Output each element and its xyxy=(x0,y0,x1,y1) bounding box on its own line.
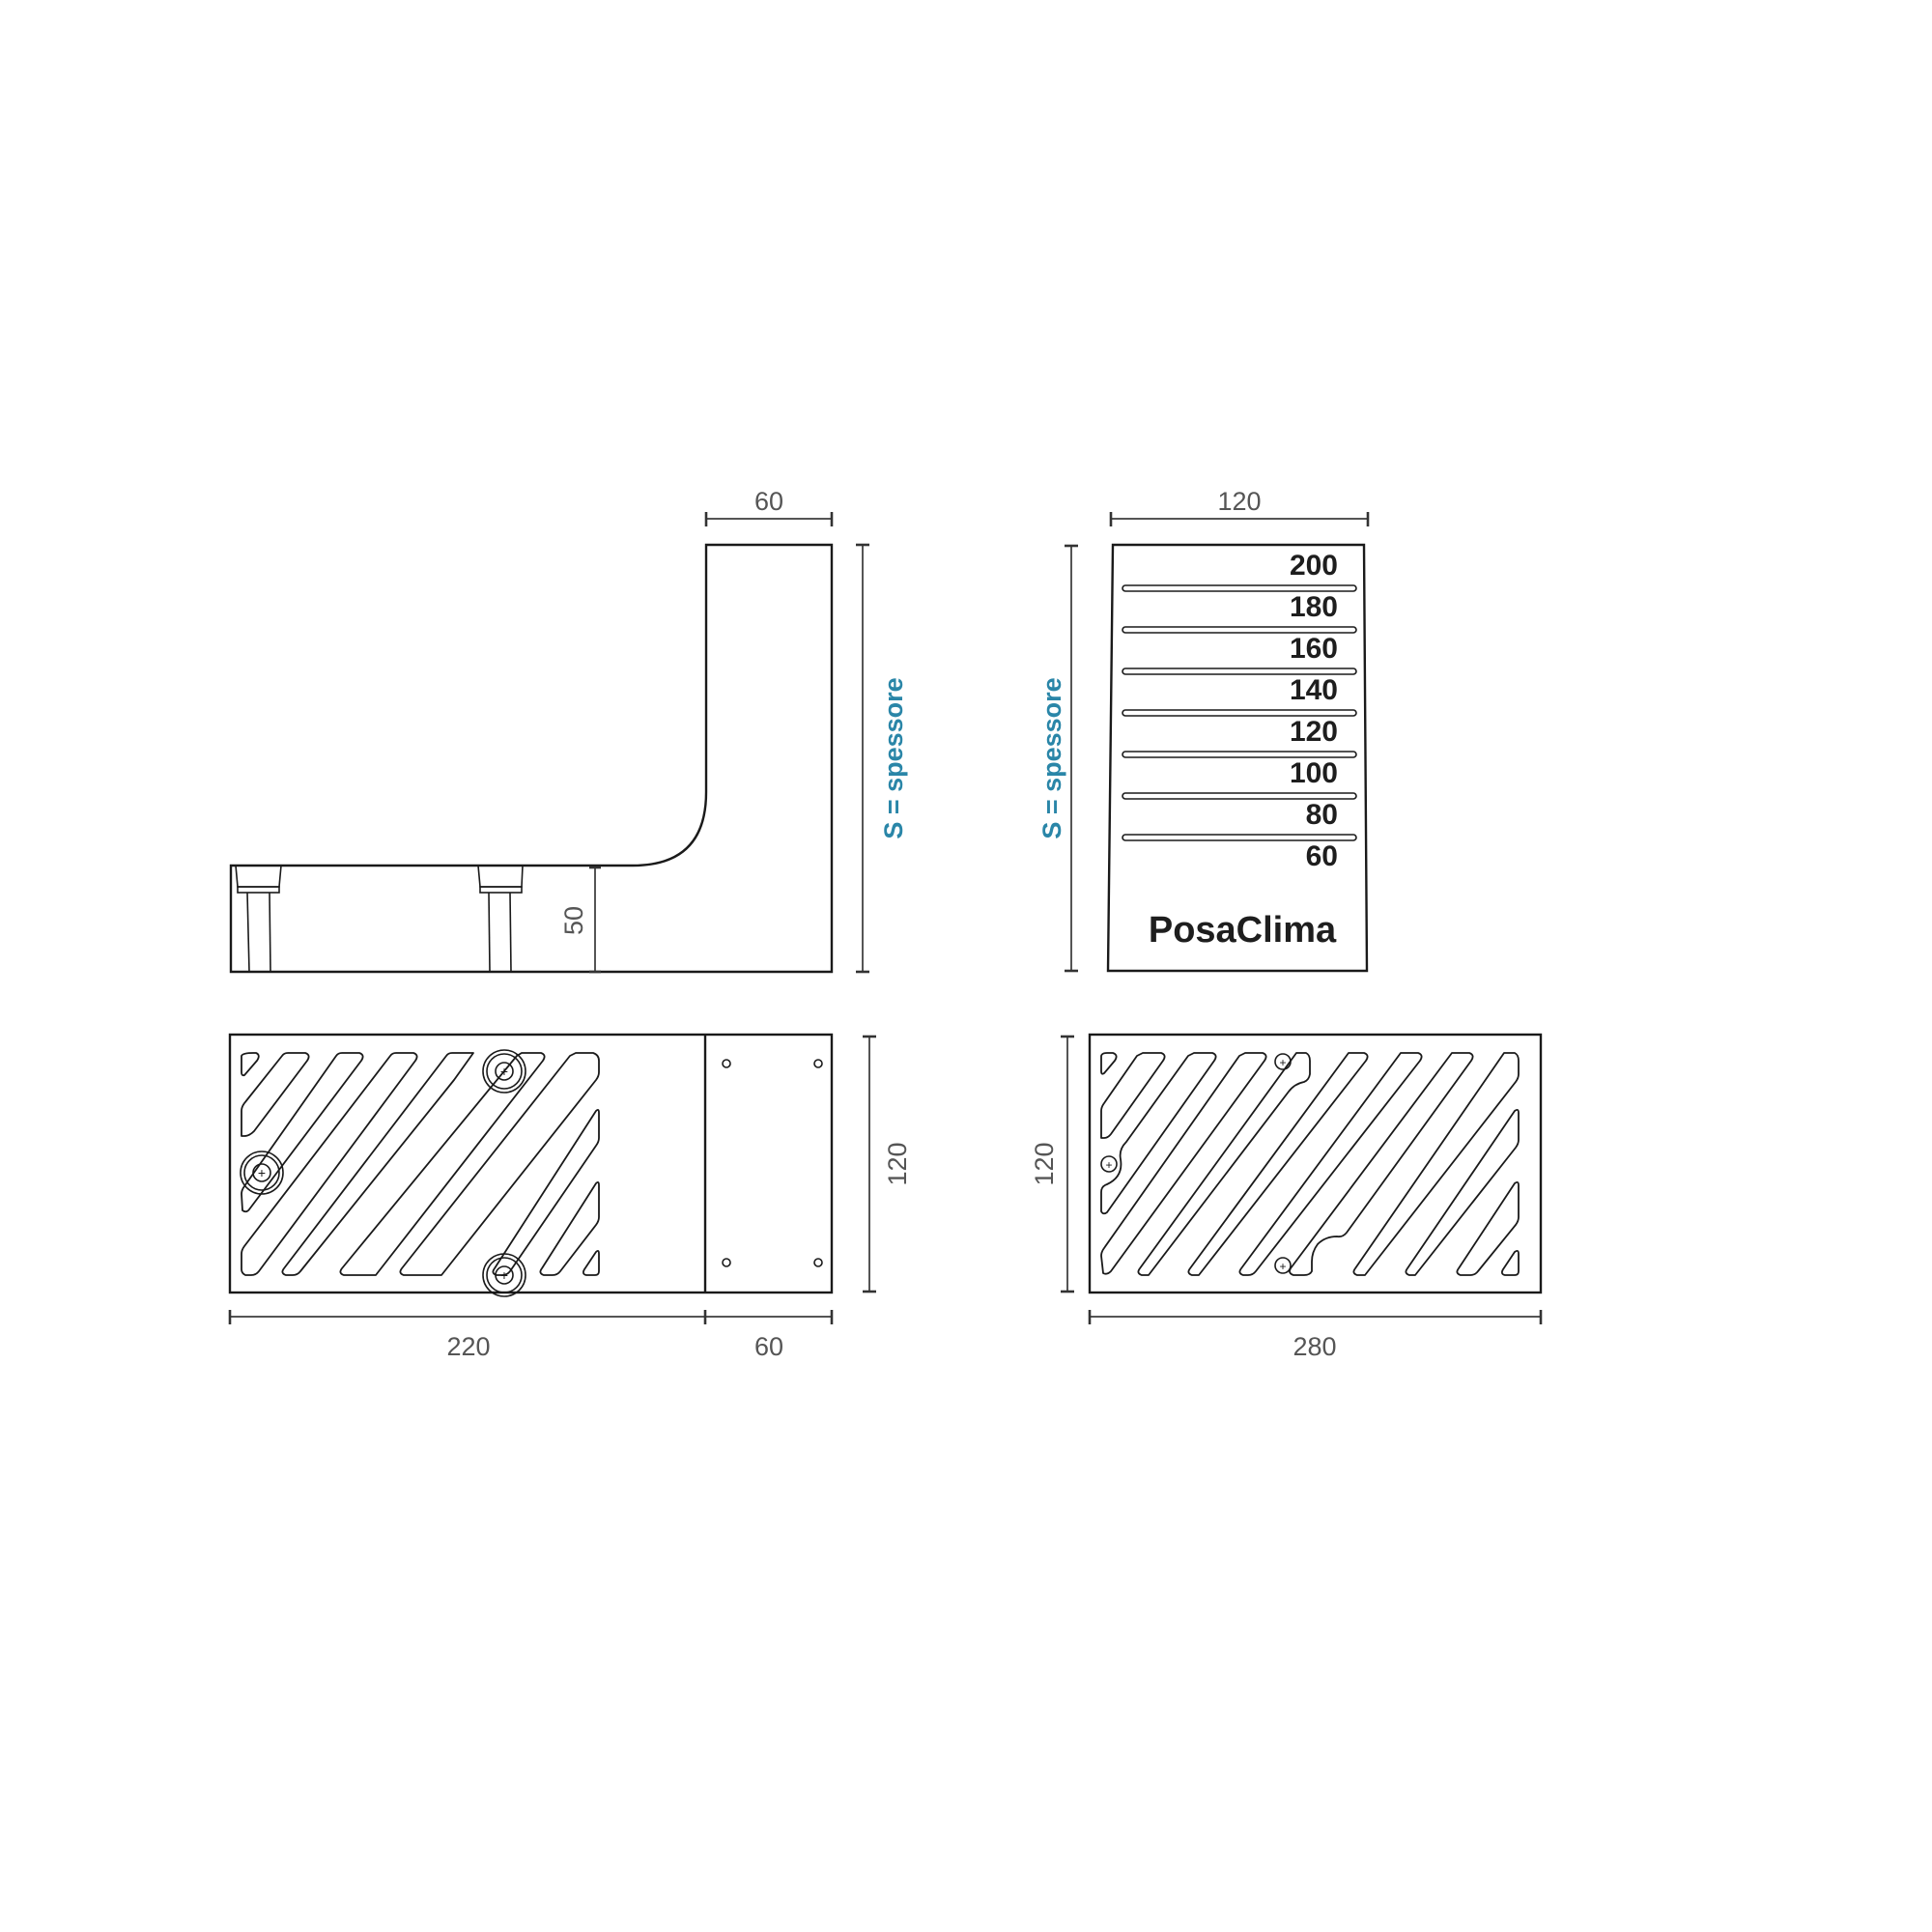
svg-text:+: + xyxy=(1105,1158,1112,1172)
svg-text:+: + xyxy=(1279,1056,1286,1069)
plan-left-depth-label: 120 xyxy=(883,1142,912,1185)
screw-head-top: + xyxy=(482,1049,526,1094)
mounting-holes xyxy=(722,1059,823,1267)
front-plate-outline xyxy=(1106,543,1369,973)
front-width-label: 120 xyxy=(1217,487,1261,516)
plan-left-outline xyxy=(228,1033,834,1294)
screw-mark-left: + xyxy=(1100,1155,1118,1173)
scale-slots xyxy=(1122,584,1357,841)
side-base-height-label: 50 xyxy=(559,906,588,935)
scale-label-80: 80 xyxy=(1306,799,1338,831)
brand-logo-text: PosaClima xyxy=(1149,910,1337,951)
diagonal-slots-left xyxy=(241,1052,600,1276)
svg-text:+: + xyxy=(1279,1260,1286,1273)
scale-label-160: 160 xyxy=(1290,633,1338,665)
side-thickness-label: S = spessore xyxy=(879,677,908,838)
plan-left-length-label-60: 60 xyxy=(754,1332,783,1361)
scale-label-100: 100 xyxy=(1290,757,1338,789)
side-view: 60 50 S = spessore xyxy=(229,487,908,974)
front-view: 120 S = spessore 200 180 160 140 120 100… xyxy=(1037,487,1370,973)
plan-right-outline xyxy=(1088,1033,1543,1294)
screw-mark-top: + xyxy=(1274,1053,1292,1070)
scale-label-140: 140 xyxy=(1290,674,1338,706)
screw-head-left: + xyxy=(240,1151,284,1195)
svg-text:+: + xyxy=(258,1165,266,1180)
svg-text:+: + xyxy=(500,1064,508,1079)
plan-left-length-label-220: 220 xyxy=(446,1332,490,1361)
plan-view-left: + + + 120 220 60 xyxy=(228,1033,912,1361)
screw-mark-bottom: + xyxy=(1274,1257,1292,1274)
scale-label-120: 120 xyxy=(1290,716,1338,748)
svg-text:+: + xyxy=(500,1267,508,1283)
diagonal-slots-right xyxy=(1100,1052,1520,1276)
plan-right-length-label: 280 xyxy=(1293,1332,1336,1361)
front-thickness-label: S = spessore xyxy=(1037,677,1066,838)
plan-view-right: + + + 120 280 xyxy=(1030,1033,1543,1361)
plug-right xyxy=(477,865,524,973)
l-profile-outline xyxy=(229,543,834,974)
plug-left xyxy=(235,865,282,973)
scale-label-200: 200 xyxy=(1290,550,1338,582)
scale-label-60: 60 xyxy=(1306,840,1338,872)
plan-right-depth-label: 120 xyxy=(1030,1142,1059,1185)
side-top-width-label: 60 xyxy=(754,487,783,516)
scale-label-180: 180 xyxy=(1290,591,1338,623)
screw-head-bottom: + xyxy=(482,1253,526,1297)
